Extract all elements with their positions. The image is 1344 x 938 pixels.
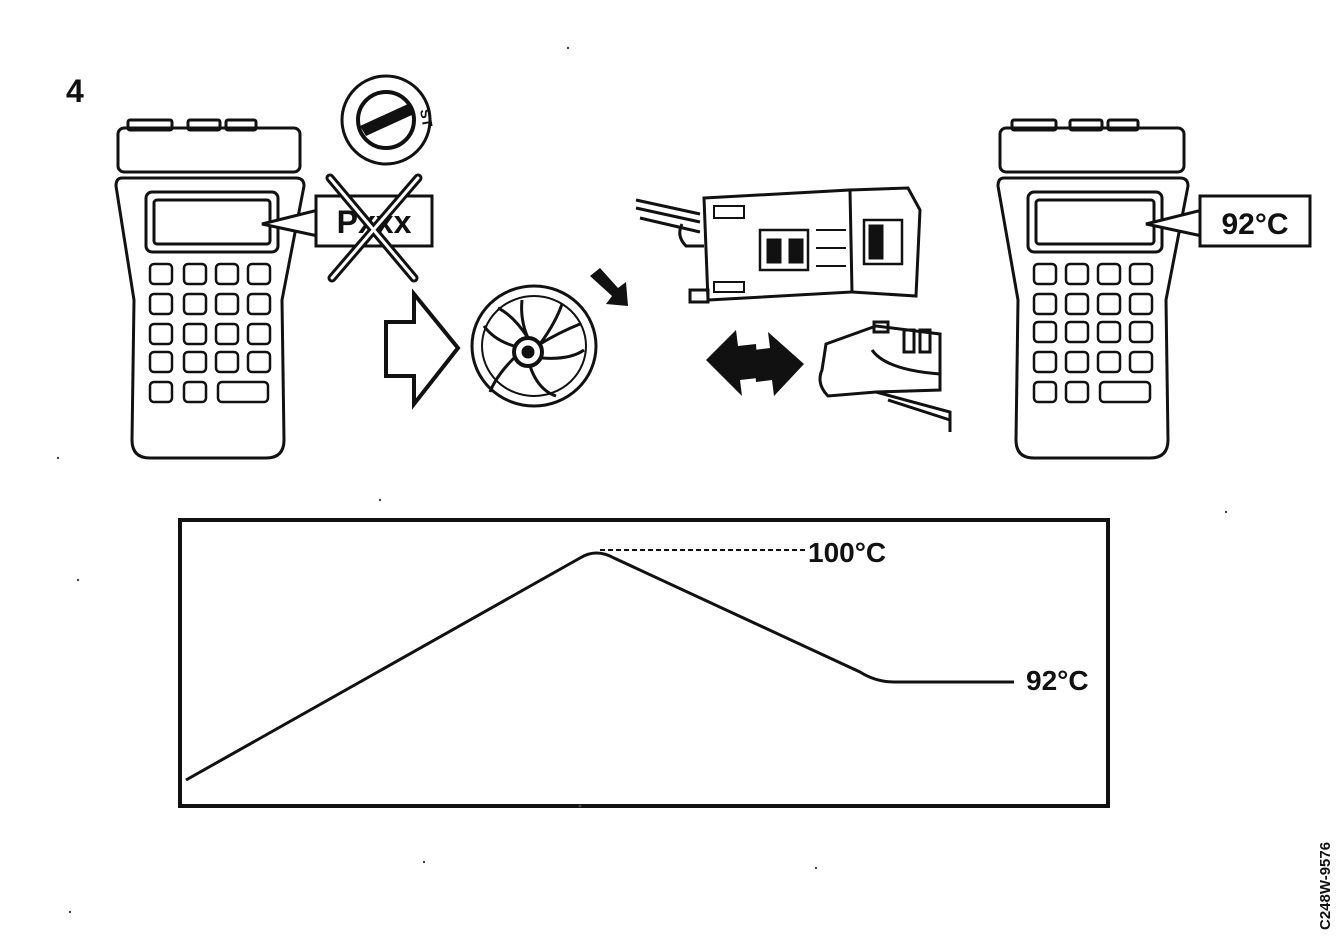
keypad: [148, 262, 272, 404]
arrow-right-icon: [384, 288, 461, 410]
disconnect-arrows-icon: [706, 330, 804, 396]
scan-specks: [56, 46, 1228, 914]
peak-temperature-label: 100°C: [808, 537, 886, 568]
connector-plug-icon: [818, 320, 952, 432]
fan-running-arrow-icon: [590, 268, 628, 306]
electrical-connector-icon: [635, 186, 922, 304]
display-callout-right: 92°C: [1145, 194, 1312, 248]
display-callout-left: Pxxx: [261, 173, 434, 283]
ignition-key-icon: ST: [340, 74, 436, 166]
steady-temperature-label: 92°C: [1026, 665, 1089, 696]
ignition-position-label: ST: [417, 108, 436, 129]
temperature-graph: 100°C 92°C: [178, 518, 1110, 808]
step-number: 4: [66, 73, 84, 109]
temperature-curve: [185, 551, 1014, 782]
scan-tool-left: [114, 118, 306, 460]
scan-tool-right: [996, 118, 1190, 460]
figure-id: C248W-9576: [1317, 842, 1334, 930]
display-code-box: [314, 194, 434, 248]
display-temperature: 92°C: [1221, 208, 1288, 241]
cooling-fan-icon: [470, 284, 598, 408]
graph-frame: [178, 518, 1110, 808]
